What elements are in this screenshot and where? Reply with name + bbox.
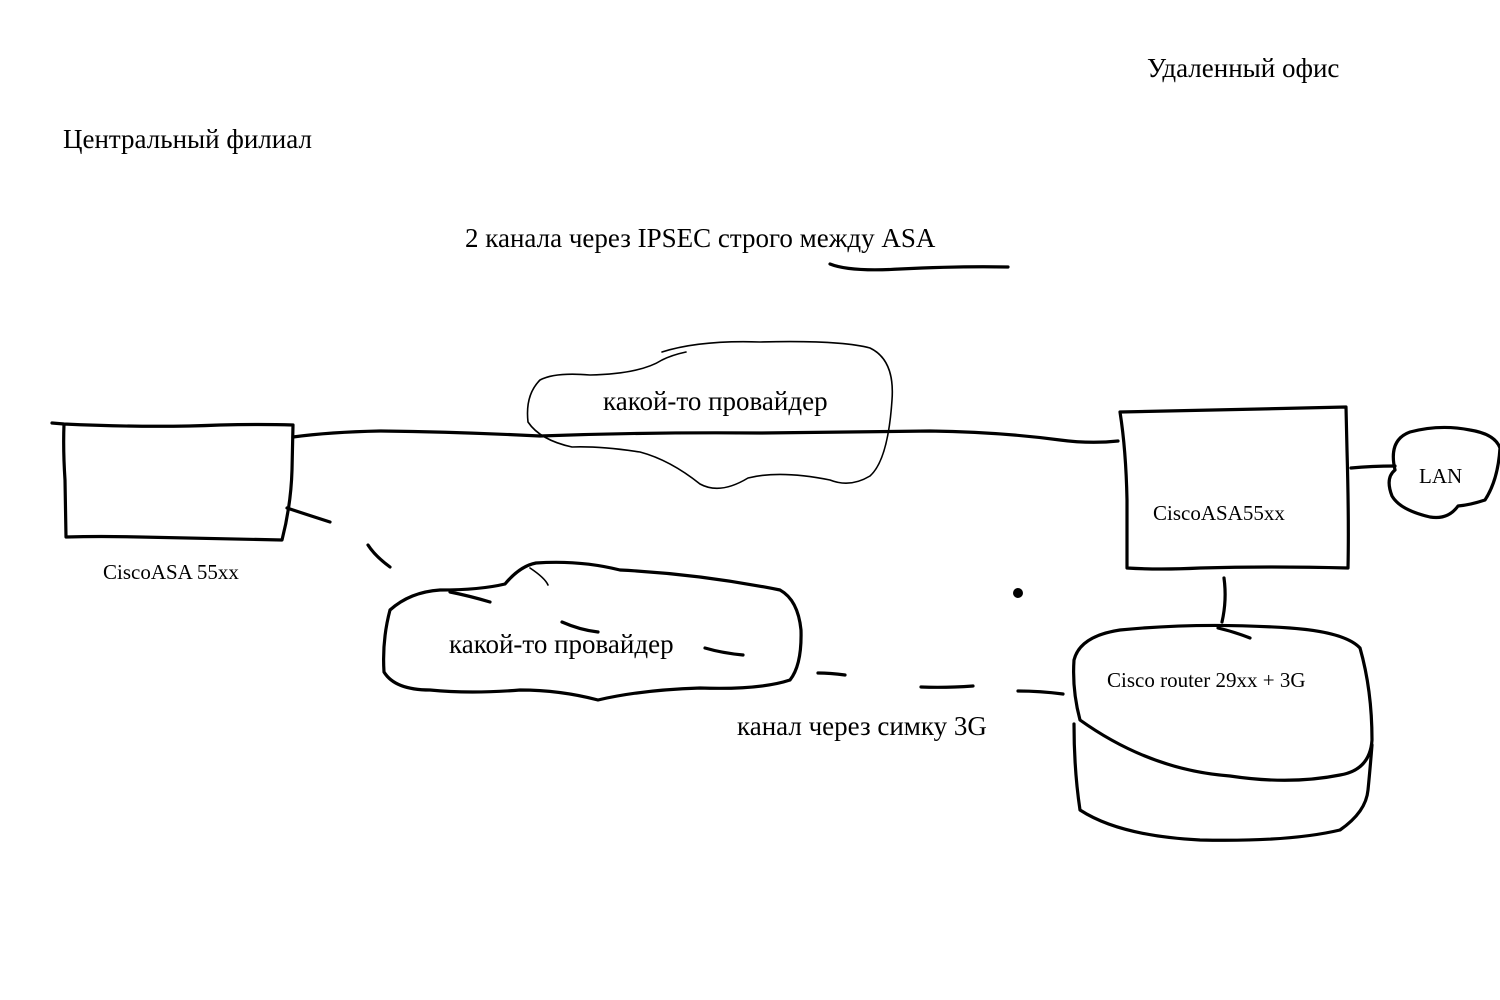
ipsec-note: 2 канала через IPSEC строго между ASA [465,223,936,253]
lan-cloud [1387,425,1500,520]
central-branch-heading: Центральный филиал [63,124,312,154]
central-asa-label: CiscoASA 55xx [103,560,239,584]
central-asa-box [50,421,295,542]
router-label: Cisco router 29xx + 3G [1107,668,1306,692]
asa-router-link-foot [1216,626,1252,640]
remote-office-heading: Удаленный офис [1147,53,1339,83]
provider-bottom-label: какой-то провайдер [449,629,674,659]
router-cylinder-body [1072,722,1374,842]
backup-link-dash-4 [560,620,600,634]
backup-link-dash-6 [816,671,847,677]
stray-dot [1013,588,1023,598]
router-cylinder-top [1072,623,1374,782]
remote-asa-label: CiscoASA55xx [1153,501,1285,525]
primary-link-line [291,429,1120,444]
channel-3g-label: канал через симку 3G [737,711,987,741]
lan-link-line [1349,464,1397,470]
provider-cloud-top [526,340,894,490]
backup-link-dash-1 [285,506,332,524]
ipsec-underline [828,262,1010,272]
backup-link-dash-2 [366,543,392,569]
backup-link-dash-8 [1016,689,1065,696]
provider-cloud-bottom [382,560,803,702]
lan-label: LAN [1419,464,1462,488]
backup-link-dash-5 [703,646,745,657]
backup-link-dash-7 [919,684,975,689]
asa-router-link [1220,576,1227,624]
provider-top-label: какой-то провайдер [603,386,828,416]
provider-cloud-bottom-inner [529,567,549,586]
backup-link-dash-3 [448,590,492,604]
remote-asa-box [1118,405,1350,571]
